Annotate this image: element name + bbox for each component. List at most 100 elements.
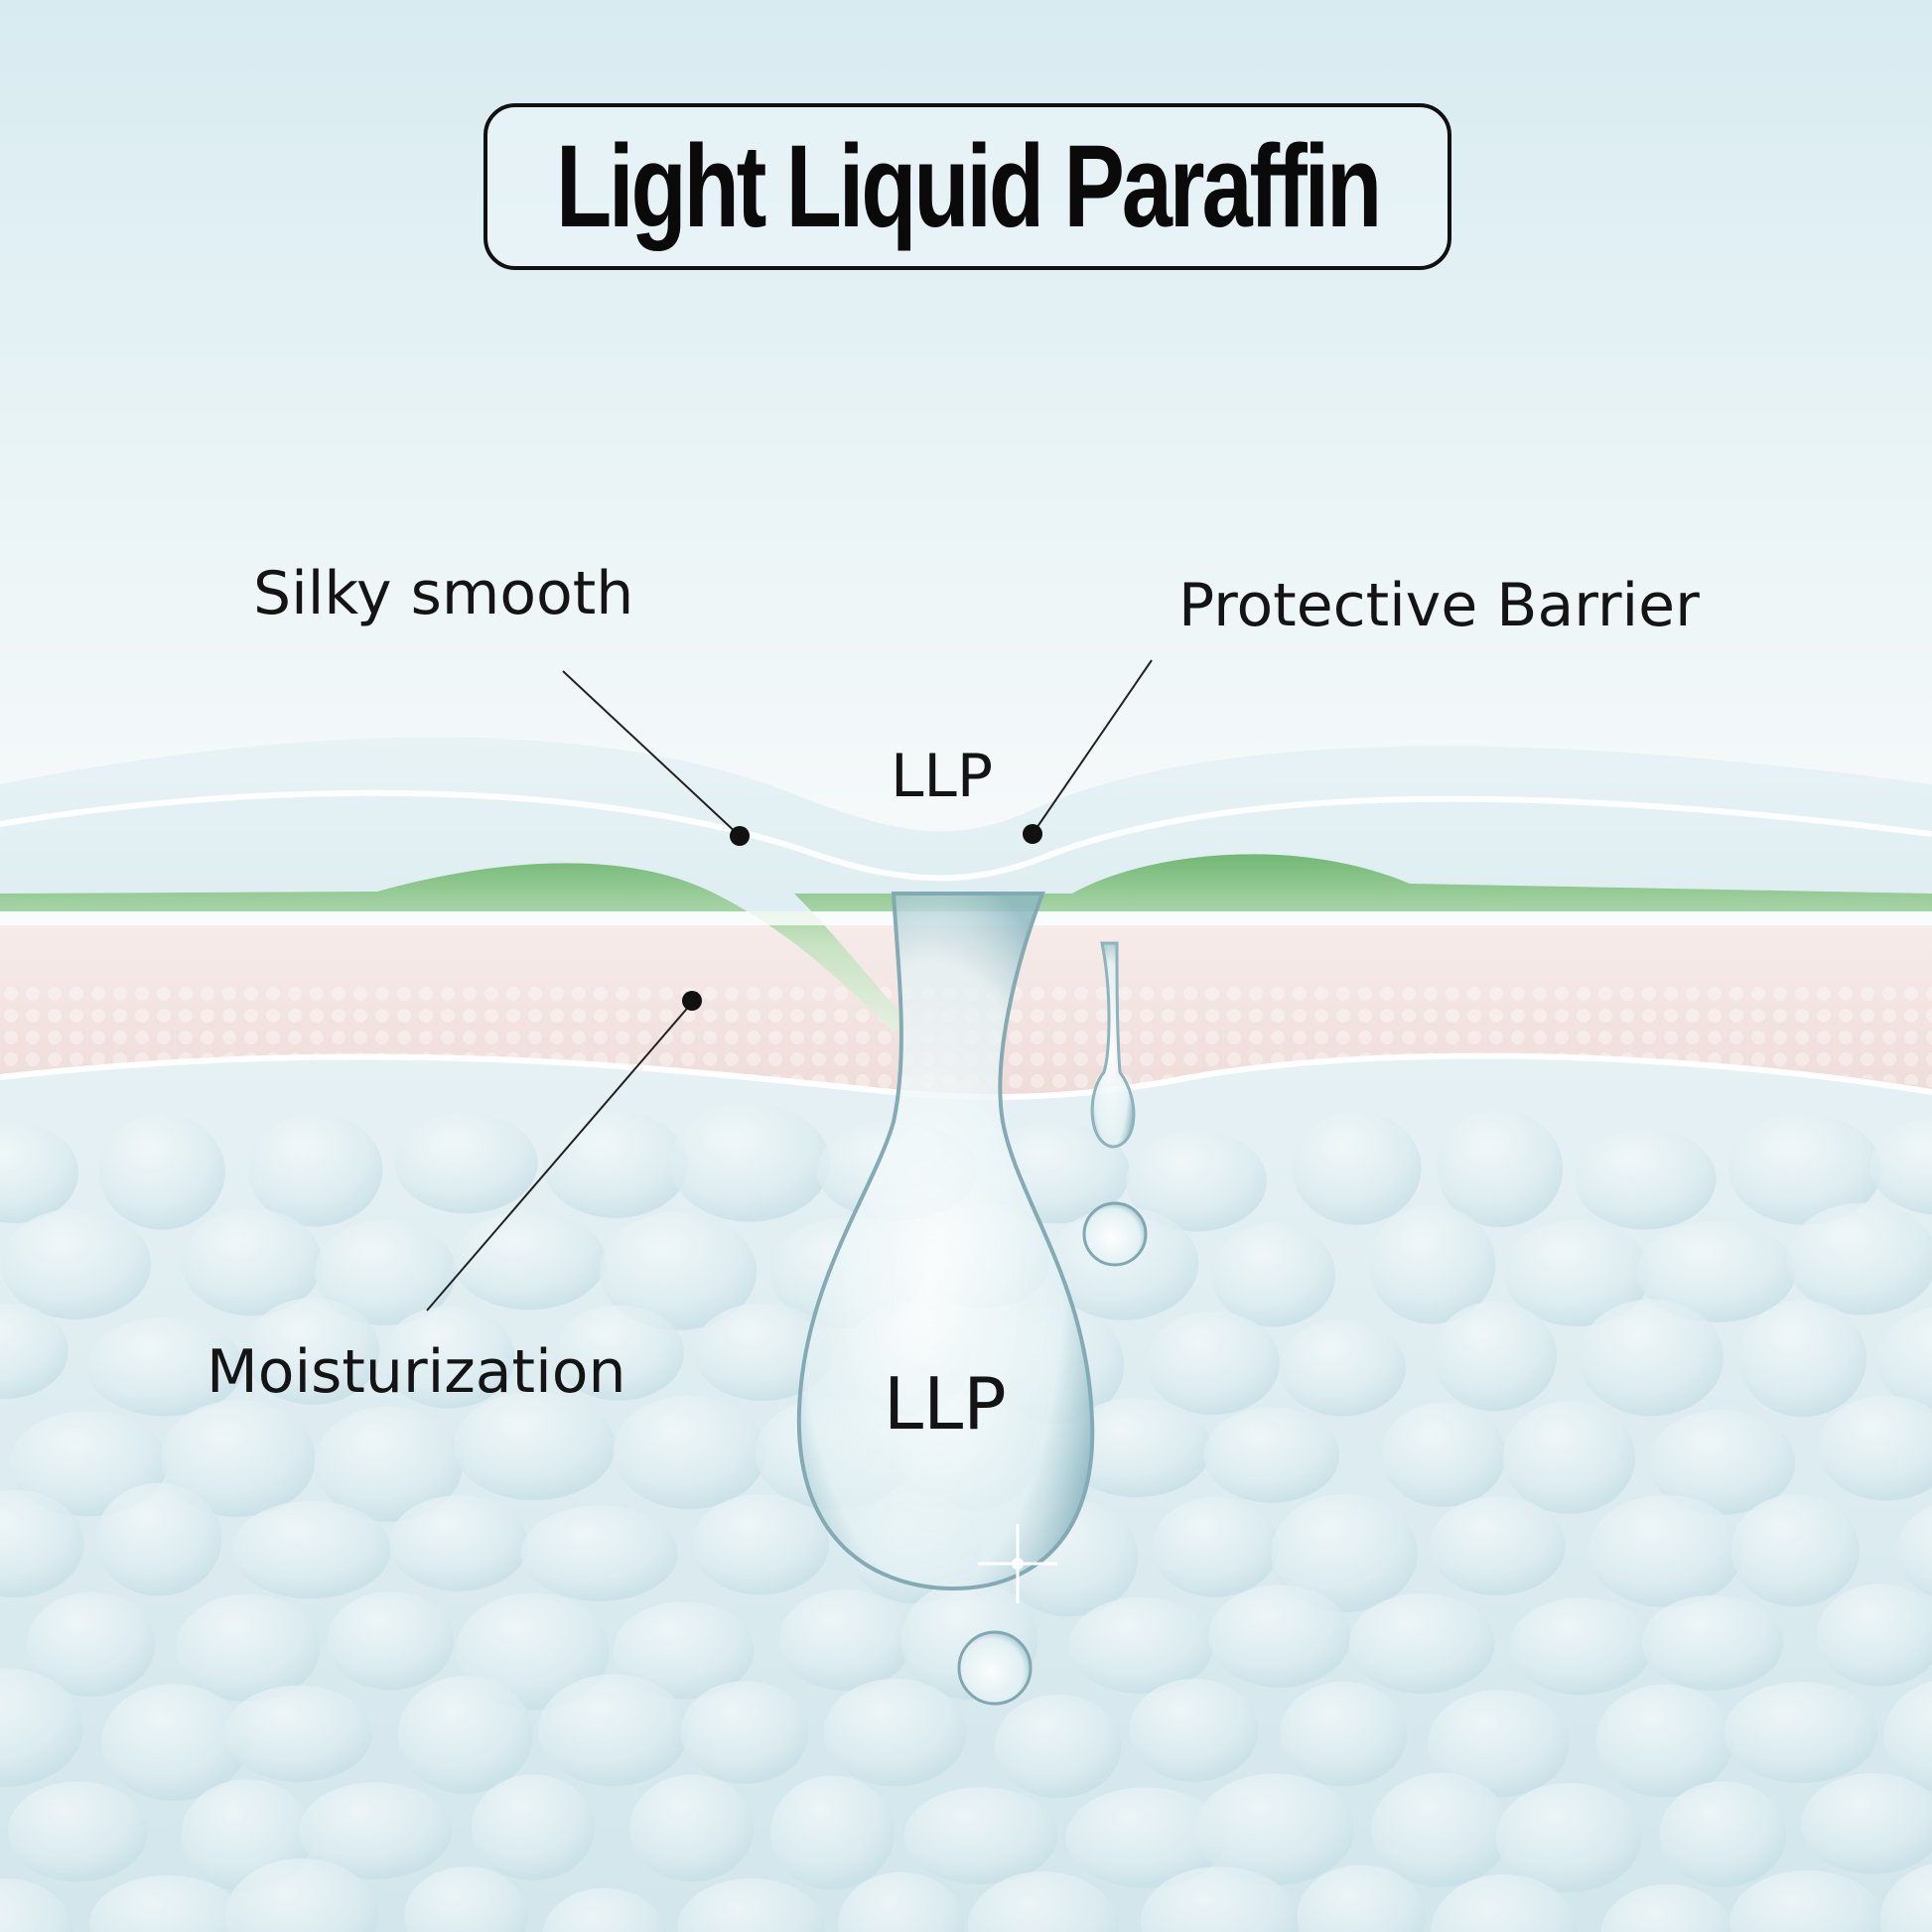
small-droplet [957,1630,1033,1706]
skin-cell [613,1395,766,1510]
skin-cell [1428,1690,1570,1798]
skin-cell [453,1391,616,1501]
skin-cell [1786,1202,1932,1315]
skin-cell [1659,1781,1787,1887]
leader-line-silky [562,670,741,837]
skin-cell [903,1787,1058,1885]
skin-cell [1348,1592,1495,1695]
skin-cell [1600,1883,1733,1932]
label-protective-barrier: Protective Barrier [1178,571,1700,640]
skin-cell [613,1601,755,1700]
label-llp-drop: LLP [884,1362,1007,1446]
skin-cell [225,1858,378,1932]
skin-cell [1436,1109,1564,1228]
skin-cell [542,1111,689,1219]
skin-cell [389,1495,528,1591]
skin-cell [0,1208,152,1320]
small-droplet [1082,1201,1148,1267]
skin-cell [669,1103,831,1222]
skin-cells [0,1103,1932,1932]
skin-cell [0,1878,73,1932]
skin-cell [1061,1398,1212,1498]
skin-cell [629,1774,755,1882]
skin-cell [1883,1681,1932,1792]
sparkle-icon [978,1524,1057,1603]
label-silky-smooth: Silky smooth [253,559,634,628]
skin-cell [1126,1130,1268,1232]
leader-line-moisturization [426,1002,693,1311]
skin-cell [471,1774,595,1881]
skin-cell [176,1593,321,1703]
skin-cell [95,1482,222,1596]
skin-cell [1381,1402,1506,1507]
skin-cell [599,1211,758,1330]
skin-cell [1724,1681,1878,1784]
skin-cell [1129,1678,1259,1782]
skin-cell [1875,1307,1932,1414]
leader-dot-silky [730,826,750,846]
skin-cell [1292,1111,1422,1225]
surface-highlight [0,789,1932,882]
skin-cell [453,1211,606,1311]
skin-cell [1146,1311,1280,1416]
skin-cell [1068,1596,1214,1694]
skin-cell [520,1505,678,1601]
skin-cell [7,1781,148,1882]
main-llp-drop [796,892,1095,1591]
side-drip [1090,941,1136,1149]
skin-cell [542,1887,666,1932]
skin-cell [382,1306,515,1409]
skin-cell [231,1500,391,1599]
skin-cell [1641,1594,1784,1691]
skin-cell [1431,1873,1578,1932]
skin-cell [1729,1869,1885,1932]
skin-cell [538,1674,689,1787]
skin-cell [1280,1681,1408,1787]
skin-cell [315,1219,457,1326]
skin-cell [1587,1494,1743,1607]
skin-cell [1203,1407,1340,1503]
skin-cell [98,1113,225,1230]
skin-cell [680,1680,809,1784]
skin-cell [1896,1505,1932,1596]
green-film-layer [0,854,1932,1033]
skin-cell [1152,1496,1279,1597]
skin-cell [1503,1219,1651,1327]
skin-cell [161,1400,316,1518]
skin-cell [1297,1864,1426,1932]
skin-cell [0,1122,79,1224]
label-llp-surface: LLP [891,742,994,811]
skin-cell [1502,1401,1636,1515]
skin-cell [1495,1782,1642,1893]
skin-cell [1595,1684,1733,1798]
label-moisturization: Moisturization [207,1337,626,1407]
skin-cell [1801,1772,1932,1874]
skin-cell [1574,1128,1717,1230]
skin-cell [1509,1597,1653,1696]
skin-cell [769,1775,895,1890]
skin-cell [778,1588,912,1691]
skin-cell [1727,1114,1882,1225]
skin-cell [1429,1496,1566,1595]
skin-cell [837,1871,965,1932]
skin-cell [247,1112,383,1227]
skin-cell [995,1694,1122,1799]
skin-cell [1271,1493,1418,1613]
skin-cell [1738,1300,1867,1418]
skin-cell [1869,1117,1932,1215]
leader-line-protective [1032,659,1153,835]
title-box: Light Liquid Paraffin [483,103,1451,270]
skin-cell [327,1590,455,1691]
leader-dot-protective [1023,824,1042,844]
skin-cell [967,1870,1119,1932]
skin-cell [1279,1318,1406,1417]
cell-layer-edge [0,1052,1932,1100]
skin-cell [692,1493,830,1595]
page-title: Light Liquid Paraffin [555,121,1382,252]
skin-cell [1208,1585,1351,1688]
skin-cell [1368,1204,1496,1324]
skin-cell [1818,1395,1932,1501]
skin-cell [0,1303,69,1399]
skin-cell [1648,1410,1796,1515]
skin-cell [554,1305,685,1401]
